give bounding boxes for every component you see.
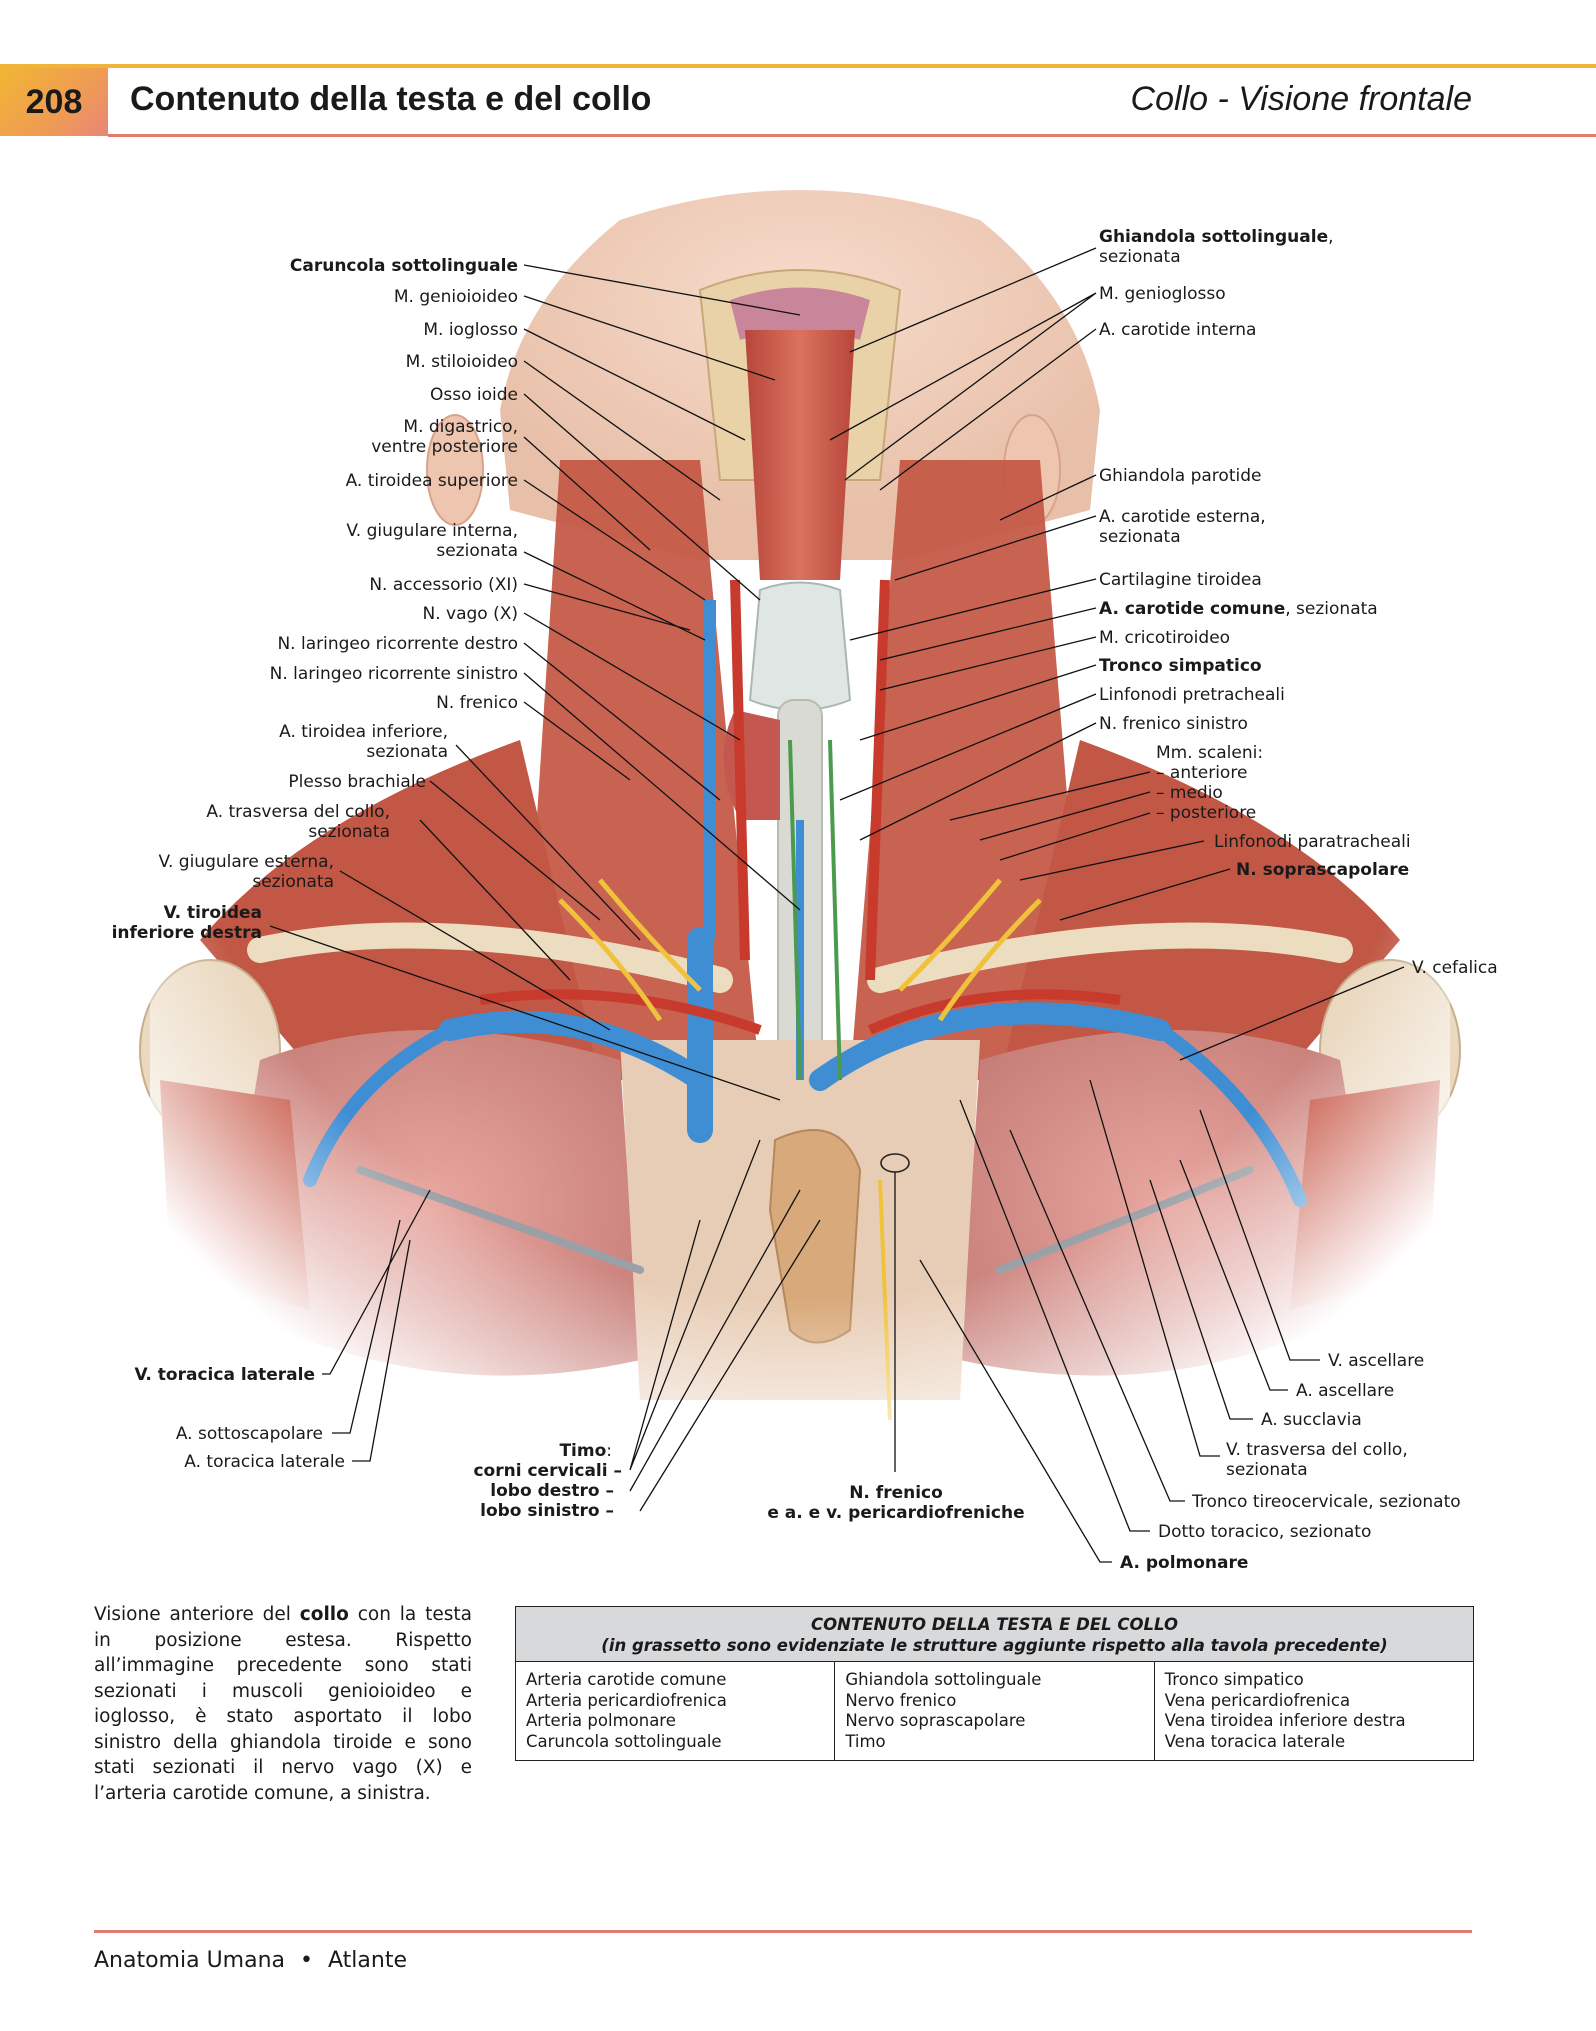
label-lobo-sinistro: lobo sinistro – xyxy=(480,1501,614,1521)
label-dotto-toracico: Dotto toracico, sezionato xyxy=(1158,1522,1371,1542)
table-cell: Vena tiroidea inferiore destra xyxy=(1164,1711,1406,1730)
labels-right: Ghiandola sottolinguale,sezionata M. gen… xyxy=(1099,227,1498,1573)
label-m-digastrico: M. digastrico,ventre posteriore xyxy=(371,417,518,457)
table-cell: Nervo soprascapolare xyxy=(845,1711,1026,1730)
anatomy-illustration: Caruncola sottolinguale M. genioioideo M… xyxy=(112,180,1498,1573)
footer-book-subtitle: Atlante xyxy=(328,1948,408,1973)
label-plesso-brachiale: Plesso brachiale xyxy=(288,772,426,792)
table-cell: Arteria polmonare xyxy=(526,1711,676,1730)
anatomy-drawing xyxy=(139,180,1461,1440)
table-cell: Vena pericardiofrenica xyxy=(1164,1690,1351,1710)
label-m-genioglosso: M. genioglosso xyxy=(1099,284,1226,304)
label-n-laringeo-ricorrente-sinistro: N. laringeo ricorrente sinistro xyxy=(270,664,518,684)
table-columns: Arteria carotide comune Arteria pericard… xyxy=(516,1662,1473,1760)
header-rule xyxy=(108,134,1596,137)
label-a-carotide-interna: A. carotide interna xyxy=(1099,320,1256,340)
label-m-genioioideo: M. genioioideo xyxy=(394,287,518,307)
label-a-carotide-esterna: A. carotide esterna,sezionata xyxy=(1099,507,1266,547)
table-cell: Vena toracica laterale xyxy=(1164,1731,1346,1751)
table-column-2: Ghiandola sottolinguale Nervo frenico Ne… xyxy=(834,1662,1153,1760)
label-m-stiloioideo: M. stiloioideo xyxy=(406,352,518,372)
label-a-polmonare: A. polmonare xyxy=(1120,1553,1248,1573)
label-v-trasversa-del-collo: V. trasversa del collo,sezionata xyxy=(1226,1440,1408,1480)
label-a-trasversa-del-collo: A. trasversa del collo,sezionata xyxy=(206,802,390,842)
label-n-frenico-sinistro: N. frenico sinistro xyxy=(1099,714,1248,734)
label-caruncola-sottolinguale: Caruncola sottolinguale xyxy=(290,256,518,276)
label-n-soprascapolare: N. soprascapolare xyxy=(1236,860,1409,880)
label-n-laringeo-ricorrente-destro: N. laringeo ricorrente destro xyxy=(277,634,518,654)
label-n-frenico: N. frenico xyxy=(436,693,518,713)
label-m-ioglosso: M. ioglosso xyxy=(423,320,518,340)
label-osso-ioide: Osso ioide xyxy=(430,385,518,405)
footer-book-title: Anatomia Umana xyxy=(94,1948,286,1973)
content-table: CONTENUTO DELLA TESTA E DEL COLLO (in gr… xyxy=(515,1606,1474,1761)
label-mm-scaleni: Mm. scaleni:– anteriore– medio– posterio… xyxy=(1156,743,1263,823)
footer-separator: • xyxy=(300,1948,314,1973)
label-ghiandola-sottolinguale: Ghiandola sottolinguale,sezionata xyxy=(1099,227,1334,267)
table-cell: Nervo frenico xyxy=(845,1690,957,1710)
footer: Anatomia Umana • Atlante xyxy=(94,1948,407,1973)
label-tronco-simpatico: Tronco simpatico xyxy=(1099,656,1262,676)
leader-lines xyxy=(269,247,1405,1563)
table-cell: Caruncola sottolinguale xyxy=(526,1731,722,1751)
table-column-3: Tronco simpatico Vena pericardiofrenica … xyxy=(1153,1662,1473,1760)
label-lobo-destro: lobo destro – xyxy=(490,1481,614,1501)
labels-bottom: Timo: corni cervicali – lobo destro – lo… xyxy=(473,1441,1024,1523)
label-v-giugulare-interna: V. giugulare interna,sezionata xyxy=(346,521,518,561)
label-a-ascellare: A. ascellare xyxy=(1296,1381,1394,1401)
page-title: Contenuto della testa e del collo xyxy=(130,80,652,118)
label-a-sottoscapolare: A. sottoscapolare xyxy=(176,1424,323,1444)
table-cell: Timo xyxy=(845,1731,886,1751)
label-linfonodi-pretracheali: Linfonodi pretracheali xyxy=(1099,685,1285,705)
table-cell: Ghiandola sottolinguale xyxy=(845,1670,1042,1689)
label-v-toracica-laterale: V. toracica laterale xyxy=(134,1365,315,1385)
table-header: CONTENUTO DELLA TESTA E DEL COLLO (in gr… xyxy=(516,1607,1473,1662)
label-n-accessorio: N. accessorio (XI) xyxy=(369,575,518,595)
table-title: CONTENUTO DELLA TESTA E DEL COLLO xyxy=(811,1615,1178,1634)
footer-rule xyxy=(94,1930,1472,1933)
table-cell: Arteria pericardiofrenica xyxy=(526,1690,727,1710)
label-a-carotide-comune: A. carotide comune, sezionata xyxy=(1099,599,1378,619)
label-cartilagine-tiroidea: Cartilagine tiroidea xyxy=(1099,570,1262,590)
label-m-cricotiroideo: M. cricotiroideo xyxy=(1099,628,1230,648)
section-title: Collo - Visione frontale xyxy=(1130,80,1472,118)
table-subtitle: (in grassetto sono evidenziate le strutt… xyxy=(601,1636,1388,1655)
header-top-line xyxy=(0,64,1596,68)
label-a-succlavia: A. succlavia xyxy=(1261,1410,1362,1430)
label-v-giugulare-esterna: V. giugulare esterna,sezionata xyxy=(159,852,334,892)
label-a-tiroidea-inferiore: A. tiroidea inferiore,sezionata xyxy=(279,722,448,762)
table-cell: Tronco simpatico xyxy=(1164,1670,1304,1689)
label-n-vago: N. vago (X) xyxy=(422,604,518,624)
table-column-1: Arteria carotide comune Arteria pericard… xyxy=(516,1662,834,1760)
label-a-tiroidea-superiore: A. tiroidea superiore xyxy=(346,471,518,491)
label-linfonodi-paratracheali: Linfonodi paratracheali xyxy=(1214,832,1411,852)
label-v-ascellare: V. ascellare xyxy=(1328,1351,1424,1371)
label-corni-cervicali: corni cervicali – xyxy=(473,1461,622,1481)
label-v-cefalica: V. cefalica xyxy=(1412,958,1498,978)
page-number: 208 xyxy=(0,68,108,136)
figure-caption: Visione anteriore del collo con la testa… xyxy=(94,1604,472,1804)
table-cell: Arteria carotide comune xyxy=(526,1670,727,1689)
label-ghiandola-parotide: Ghiandola parotide xyxy=(1099,466,1261,486)
label-timo: Timo: xyxy=(559,1441,612,1461)
label-tronco-tireocervicale: Tronco tireocervicale, sezionato xyxy=(1191,1492,1461,1512)
label-a-toracica-laterale: A. toracica laterale xyxy=(184,1452,345,1472)
labels-left: Caruncola sottolinguale M. genioioideo M… xyxy=(112,256,518,1472)
